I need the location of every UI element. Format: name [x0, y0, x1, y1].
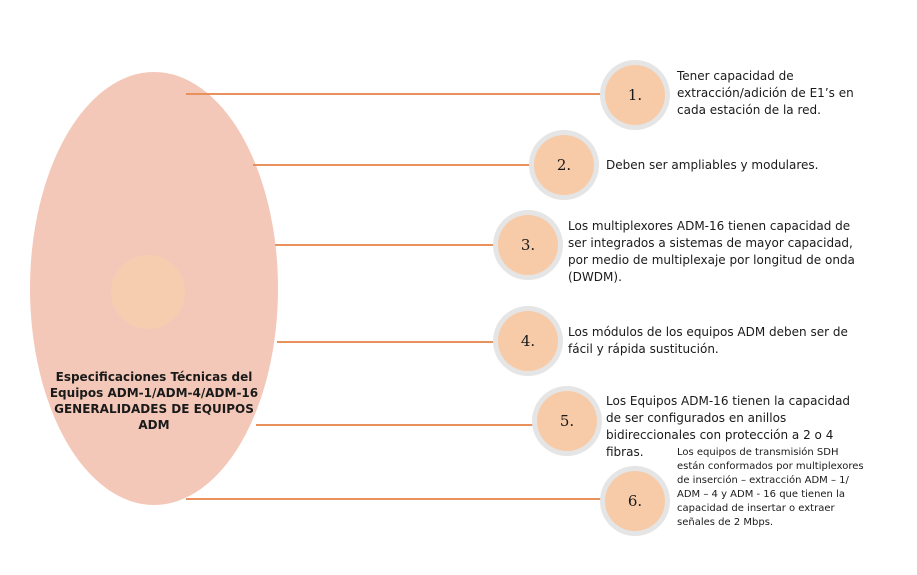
connector-line-3: [275, 244, 497, 246]
node-5: 5.: [532, 386, 602, 456]
node-4: 4.: [493, 306, 563, 376]
connector-line-2: [253, 164, 533, 166]
node-6: 6.: [600, 466, 670, 536]
node-3-number: 3.: [498, 215, 558, 275]
connector-line-6: [186, 498, 604, 500]
node-2-number: 2.: [534, 135, 594, 195]
node-5-number: 5.: [537, 391, 597, 451]
connector-line-1: [186, 93, 604, 95]
item-2-text: Deben ser ampliables y modulares.: [606, 158, 819, 172]
node-6-number: 6.: [605, 471, 665, 531]
item-6-text: Los equipos de transmisión SDH están con…: [677, 447, 864, 528]
node-3: 3.: [493, 210, 563, 280]
item-5-text: Los Equipos ADM-16 tienen la capacidad d…: [606, 394, 851, 459]
item-4-text: Los módulos de los equipos ADM deben ser…: [568, 325, 848, 356]
node-1-number: 1.: [605, 65, 665, 125]
center-circle: [111, 255, 185, 329]
item-1-text: Tener capacidad de extracción/adición de…: [677, 69, 854, 117]
item-3-text: Los multiplexores ADM-16 tienen capacida…: [568, 219, 855, 284]
connector-line-5: [256, 424, 536, 426]
node-4-number: 4.: [498, 311, 558, 371]
connector-line-4: [277, 341, 497, 343]
main-title: Especificaciones Técnicas del Equipos AD…: [49, 370, 259, 432]
node-2: 2.: [529, 130, 599, 200]
node-1: 1.: [600, 60, 670, 130]
